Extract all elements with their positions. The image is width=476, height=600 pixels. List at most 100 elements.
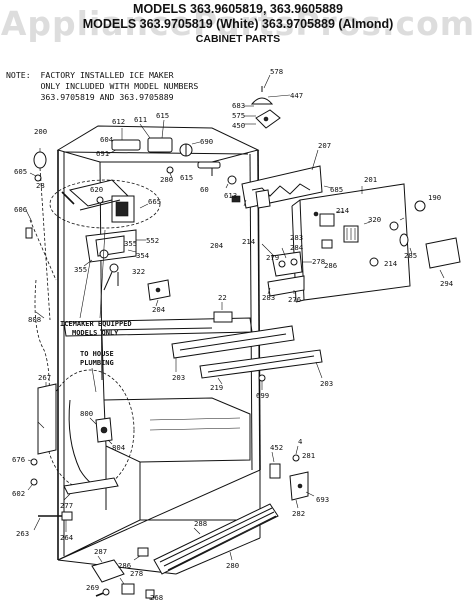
part-615-top: 615 [156, 111, 169, 120]
part-690: 690 [200, 137, 213, 146]
light-cover [425, 237, 461, 279]
part-283-lower: 283 [262, 293, 275, 302]
part-611: 611 [134, 115, 147, 124]
part-354: 354 [136, 251, 150, 260]
part-615: 615 [180, 173, 193, 182]
part-613: 613 [224, 191, 237, 200]
part-800: 800 [80, 409, 93, 418]
part-578: 578 [270, 67, 283, 76]
watermark: AppliancePartsPros.com [0, 4, 476, 43]
callout-house-line-2: PLUMBING [80, 359, 114, 367]
part-204-left: 204 [152, 305, 166, 314]
part-602: 602 [12, 489, 25, 498]
part-279: 279 [266, 253, 279, 262]
part-263: 263 [16, 529, 29, 538]
part-691: 691 [96, 149, 109, 158]
callout-house-line-1: TO HOUSE [80, 350, 114, 358]
part-322: 322 [132, 267, 145, 276]
control-panel-liner [291, 183, 426, 303]
part-287: 287 [94, 547, 107, 556]
part-269: 269 [86, 583, 99, 592]
shelf-support-bracket [147, 279, 171, 307]
model-heading-line-1: MODELS 363.9605819, 363.9605889 [133, 2, 343, 16]
part-552: 552 [146, 236, 159, 245]
part-282: 282 [292, 509, 305, 518]
icemaker-callout: ICEMAKER EQUIPPED MODELS ONLY TO HOUSE P… [60, 229, 132, 393]
part-575: 575 [232, 111, 245, 120]
part-285: 285 [404, 251, 417, 260]
part-699: 699 [256, 391, 269, 400]
drain-and-roller-parts [91, 555, 155, 600]
part-808: 808 [28, 315, 41, 324]
part-665: 665 [148, 197, 161, 206]
part-28: 28 [36, 181, 45, 190]
part-605: 605 [14, 167, 27, 176]
part-268: 268 [150, 593, 163, 600]
part-284: 284 [290, 243, 304, 252]
part-201: 201 [364, 175, 377, 184]
part-219: 219 [210, 383, 223, 392]
part-264: 264 [60, 533, 74, 542]
part-286: 286 [324, 261, 337, 270]
part-280: 280 [226, 561, 239, 570]
note-line-3: 363.9705819 AND 363.9705889 [6, 92, 174, 102]
part-447: 447 [290, 91, 303, 100]
part-676: 676 [12, 455, 25, 464]
part-207: 207 [318, 141, 331, 150]
callout-icemaker-line-1: ICEMAKER EQUIPPED [60, 320, 132, 328]
part-4: 4 [298, 437, 303, 446]
part-267: 267 [38, 373, 51, 382]
part-355-upper: 355 [124, 239, 137, 248]
model-heading-line-2: MODELS 363.9705819 (White) 363.9705889 (… [82, 17, 394, 31]
part-60: 60 [200, 185, 209, 194]
part-294: 294 [440, 279, 454, 288]
section-heading: CABINET PARTS [195, 33, 281, 45]
bottom-hinge-parts [269, 445, 315, 509]
part-277: 277 [60, 501, 73, 510]
part-204-right: 204 [210, 241, 224, 250]
part-281: 281 [302, 451, 315, 460]
part-number-labels: 578 447 683 575 450 200 605 28 612 611 6… [12, 67, 454, 600]
part-450: 450 [232, 121, 245, 130]
part-693: 693 [316, 495, 329, 504]
part-683: 683 [232, 101, 245, 110]
switch-bracket-assembly [261, 243, 312, 297]
icemaker-assembly [49, 179, 161, 291]
water-line-assembly [45, 369, 135, 491]
part-283-upper: 283 [290, 233, 303, 242]
part-200: 200 [34, 127, 47, 136]
callout-icemaker-line-2: MODELS ONLY [72, 329, 119, 337]
part-288: 288 [194, 519, 207, 528]
note-line-2: ONLY INCLUDED WITH MODEL NUMBERS [6, 81, 199, 91]
part-190: 190 [428, 193, 441, 202]
part-278-base: 278 [130, 569, 143, 578]
part-604: 604 [100, 135, 114, 144]
base-grille [133, 503, 279, 575]
part-22: 22 [218, 293, 227, 302]
part-804: 804 [112, 443, 126, 452]
freezer-top-parts [107, 119, 237, 189]
factory-note: NOTE: FACTORY INSTALLED ICE MAKER ONLY I… [6, 70, 198, 103]
note-line-1: NOTE: FACTORY INSTALLED ICE MAKER [6, 70, 174, 80]
part-203-left: 203 [172, 373, 185, 382]
part-685: 685 [330, 185, 343, 194]
control-housing [231, 149, 333, 209]
top-hinge-assembly [244, 74, 291, 129]
part-203-right: 203 [320, 379, 333, 388]
part-280-top: 280 [160, 175, 173, 184]
shelf-assemblies [171, 302, 323, 390]
part-452: 452 [270, 443, 283, 452]
part-278: 278 [312, 257, 325, 266]
part-214-bracket: 214 [242, 237, 256, 246]
part-276: 276 [288, 295, 301, 304]
part-214-right: 214 [384, 259, 398, 268]
lower-left-parts [27, 382, 119, 532]
part-286-base: 286 [118, 561, 131, 570]
part-612: 612 [112, 117, 125, 126]
part-606: 606 [14, 205, 27, 214]
part-620: 620 [90, 185, 103, 194]
part-320: 320 [368, 215, 381, 224]
part-355-lower: 355 [74, 265, 87, 274]
